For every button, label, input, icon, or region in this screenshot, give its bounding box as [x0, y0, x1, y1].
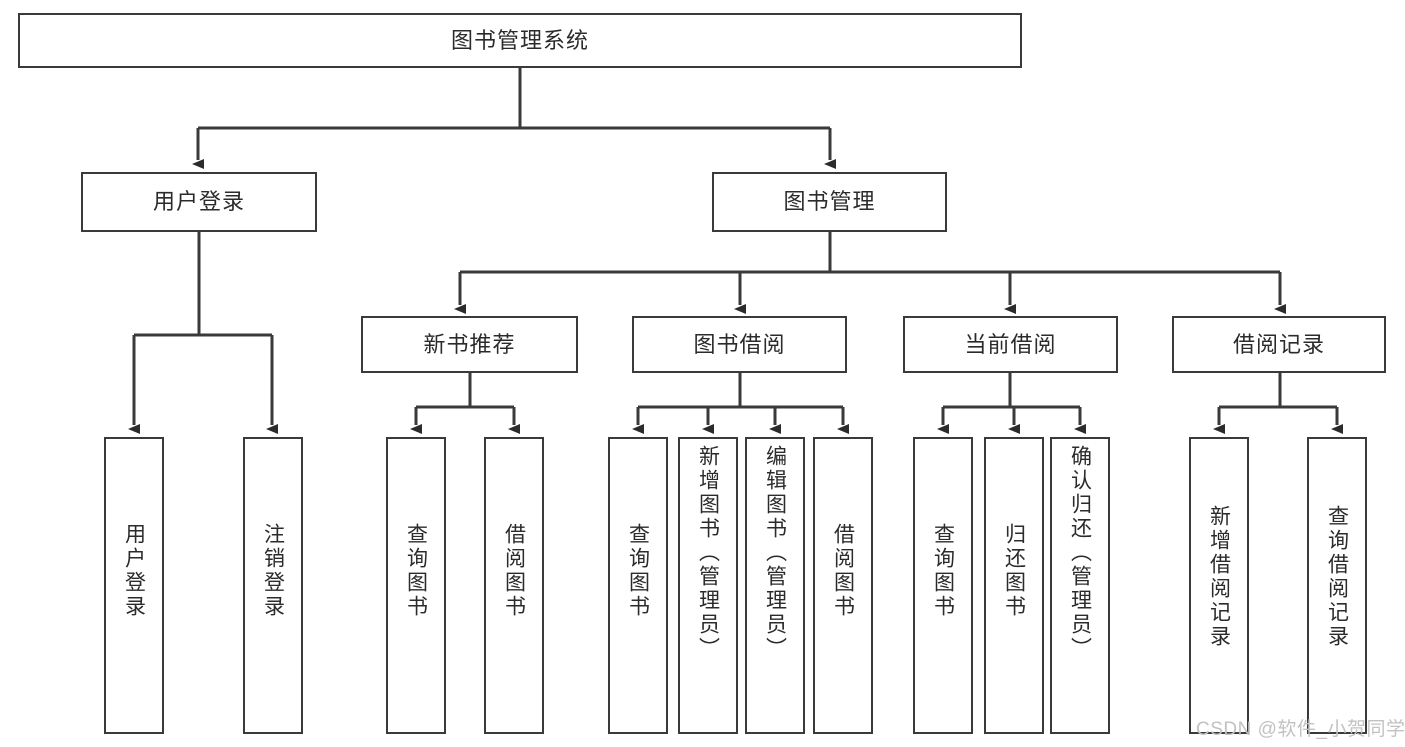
node-leaf-return-book[interactable]: 归还图书: [984, 437, 1044, 734]
node-root-label: 图书管理系统: [450, 27, 589, 53]
node-leaf-logout[interactable]: 注销登录: [243, 437, 303, 734]
node-leaf-confirm-return-admin-label: 确认归还（管理员）: [1068, 445, 1092, 661]
node-user-login-label: 用户登录: [152, 189, 245, 215]
node-borrow-record[interactable]: 借阅记录: [1172, 316, 1386, 373]
node-leaf-add-book-admin-label: 新增图书（管理员）: [696, 445, 720, 661]
node-leaf-borrow-book-1-label: 借阅图书: [502, 523, 526, 619]
node-leaf-add-borrow-record-label: 新增借阅记录: [1207, 505, 1231, 649]
node-leaf-return-book-label: 归还图书: [1002, 523, 1026, 619]
node-new-book-recommend-label: 新书推荐: [423, 331, 516, 357]
node-book-manage-label: 图书管理: [783, 189, 876, 215]
node-leaf-add-borrow-record[interactable]: 新增借阅记录: [1189, 437, 1249, 734]
node-leaf-query-borrow-record-label: 查询借阅记录: [1325, 505, 1349, 649]
node-new-book-recommend[interactable]: 新书推荐: [361, 316, 578, 373]
node-user-login[interactable]: 用户登录: [81, 172, 317, 232]
node-book-borrow-label: 图书借阅: [693, 331, 786, 357]
node-root[interactable]: 图书管理系统: [18, 13, 1022, 68]
node-leaf-query-book-1-label: 查询图书: [404, 523, 428, 619]
node-leaf-query-book-2[interactable]: 查询图书: [608, 437, 668, 734]
node-book-manage[interactable]: 图书管理: [712, 172, 947, 232]
node-leaf-user-login-label: 用户登录: [122, 523, 146, 619]
node-leaf-query-borrow-record[interactable]: 查询借阅记录: [1307, 437, 1367, 734]
node-leaf-user-login[interactable]: 用户登录: [104, 437, 164, 734]
node-borrow-record-label: 借阅记录: [1232, 331, 1325, 357]
node-leaf-logout-label: 注销登录: [261, 523, 285, 619]
node-leaf-query-book-3[interactable]: 查询图书: [913, 437, 973, 734]
node-leaf-add-book-admin[interactable]: 新增图书（管理员）: [678, 437, 738, 734]
node-leaf-confirm-return-admin[interactable]: 确认归还（管理员）: [1050, 437, 1110, 734]
node-current-borrow-label: 当前借阅: [964, 331, 1057, 357]
node-book-borrow[interactable]: 图书借阅: [632, 316, 847, 373]
node-leaf-edit-book-admin-label: 编辑图书（管理员）: [763, 445, 787, 661]
node-leaf-borrow-book-1[interactable]: 借阅图书: [484, 437, 544, 734]
node-leaf-borrow-book-2-label: 借阅图书: [831, 523, 855, 619]
node-leaf-query-book-3-label: 查询图书: [931, 523, 955, 619]
node-leaf-query-book-2-label: 查询图书: [626, 523, 650, 619]
node-leaf-edit-book-admin[interactable]: 编辑图书（管理员）: [745, 437, 805, 734]
watermark: CSDN @软件_小贺同学: [1196, 719, 1405, 740]
node-leaf-query-book-1[interactable]: 查询图书: [386, 437, 446, 734]
node-leaf-borrow-book-2[interactable]: 借阅图书: [813, 437, 873, 734]
node-current-borrow[interactable]: 当前借阅: [903, 316, 1118, 373]
